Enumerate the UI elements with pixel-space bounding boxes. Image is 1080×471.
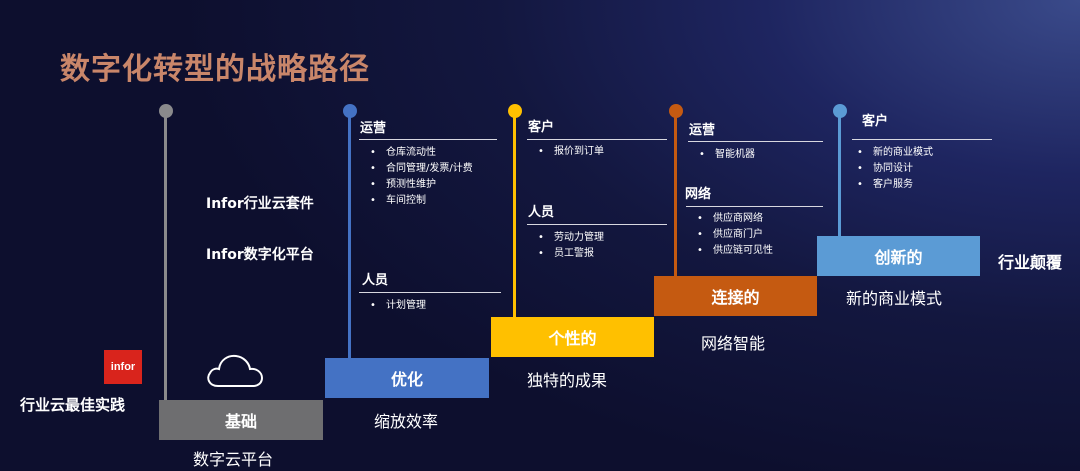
base-marker — [159, 104, 173, 118]
innovative-group-customer-list: 新的商业模式 协同设计 客户服务 — [857, 145, 933, 193]
list-item: 合同管理/发票/计费 — [370, 161, 473, 177]
connected-group-ops-rule — [688, 141, 823, 142]
list-item: 新的商业模式 — [857, 145, 933, 161]
caption-connected: 网络智能 — [701, 334, 766, 353]
step-base: 基础 — [159, 400, 323, 440]
list-item: 员工警报 — [538, 246, 604, 262]
personal-marker — [508, 104, 522, 118]
caption-personal: 独特的成果 — [527, 371, 608, 390]
list-item: 智能机器 — [699, 147, 755, 163]
list-item: 仓库流动性 — [370, 145, 473, 161]
connected-marker — [669, 104, 683, 118]
personal-group-people-list: 劳动力管理 员工警报 — [538, 230, 604, 262]
page-title: 数字化转型的战略路径 — [60, 52, 370, 87]
personal-group-customer-list: 报价到订单 — [538, 144, 604, 160]
industry-cloud-suite-label: Infor行业云套件 — [206, 196, 314, 212]
optimize-group-people-list: 计划管理 — [370, 298, 426, 314]
connected-group-ops-title: 运营 — [689, 123, 716, 138]
industry-disruption-label: 行业颠覆 — [998, 253, 1063, 272]
step-innovative: 创新的 — [817, 236, 980, 276]
base-pole — [164, 112, 167, 402]
list-item: 车间控制 — [370, 193, 473, 209]
optimize-pole — [348, 112, 351, 360]
connected-group-network-list: 供应商网络 供应商门户 供应链可见性 — [697, 211, 773, 259]
step-connected: 连接的 — [654, 276, 817, 316]
caption-innovative: 新的商业模式 — [846, 289, 943, 308]
optimize-group-people-title: 人员 — [362, 273, 389, 288]
list-item: 报价到订单 — [538, 144, 604, 160]
list-item: 供应链可见性 — [697, 243, 773, 259]
caption-base: 数字云平台 — [193, 450, 274, 469]
innovative-group-customer-title: 客户 — [862, 114, 889, 129]
innovative-group-customer-rule — [852, 139, 992, 140]
caption-optimize: 缩放效率 — [374, 412, 439, 431]
optimize-group-people-rule — [359, 292, 501, 293]
step-optimize: 优化 — [325, 358, 489, 398]
cloud-icon — [207, 354, 264, 387]
list-item: 预测性维护 — [370, 177, 473, 193]
list-item: 供应商门户 — [697, 227, 773, 243]
optimize-group-ops-list: 仓库流动性 合同管理/发票/计费 预测性维护 车间控制 — [370, 145, 473, 209]
optimize-group-ops-title: 运营 — [360, 121, 387, 136]
step-personal: 个性的 — [491, 317, 654, 357]
list-item: 计划管理 — [370, 298, 426, 314]
list-item: 客户服务 — [857, 177, 933, 193]
personal-group-people-rule — [527, 224, 667, 225]
optimize-marker — [343, 104, 357, 118]
optimize-group-ops-rule — [359, 139, 497, 140]
innovative-marker — [833, 104, 847, 118]
connected-group-network-rule — [686, 206, 823, 207]
personal-group-customer-rule — [527, 139, 667, 140]
infor-logo: infor — [104, 350, 142, 384]
personal-group-people-title: 人员 — [528, 205, 555, 220]
connected-pole — [674, 112, 677, 278]
personal-pole — [513, 112, 516, 318]
connected-group-ops-list: 智能机器 — [699, 147, 755, 163]
list-item: 协同设计 — [857, 161, 933, 177]
list-item: 劳动力管理 — [538, 230, 604, 246]
connected-group-network-title: 网络 — [685, 187, 712, 202]
innovative-pole — [838, 112, 841, 238]
list-item: 供应商网络 — [697, 211, 773, 227]
personal-group-customer-title: 客户 — [528, 120, 555, 135]
best-practice-caption: 行业云最佳实践 — [20, 396, 126, 414]
digital-platform-label: Infor数字化平台 — [206, 247, 314, 263]
